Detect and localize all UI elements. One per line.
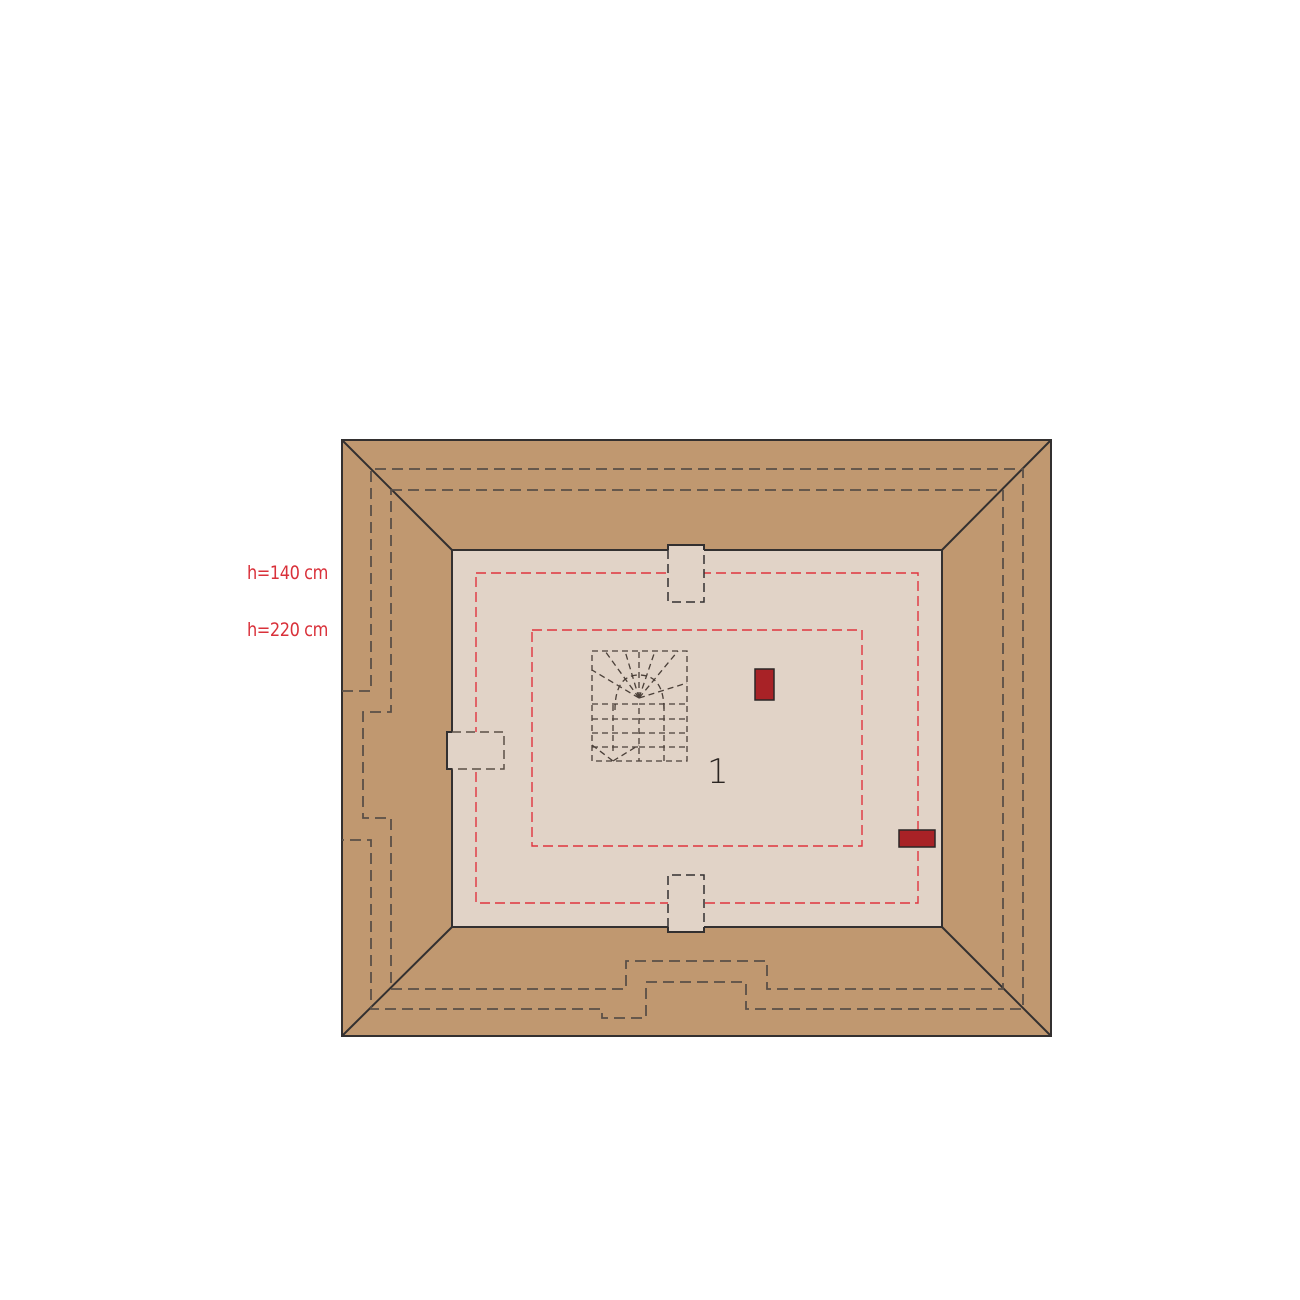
chimney — [754, 668, 775, 701]
inner-wall-outline — [362, 489, 1004, 990]
staircase — [591, 650, 688, 762]
usable-floor-area — [451, 549, 943, 928]
top-dormer-window — [667, 544, 705, 603]
hip-line-bottom-right — [941, 926, 1052, 1037]
chimney — [898, 829, 936, 848]
left-window — [446, 731, 505, 770]
lower-wall-outlines — [342, 468, 1024, 1019]
windows — [446, 544, 705, 933]
bottom-dormer-window — [667, 874, 705, 933]
height-label-140: h=140 cm — [247, 562, 328, 584]
hip-line-top-left — [341, 439, 453, 551]
hip-line-bottom-left — [341, 926, 453, 1037]
hip-line-top-right — [941, 439, 1052, 551]
height-label-220: h=220 cm — [247, 619, 328, 641]
chimneys — [754, 668, 936, 848]
height-zone-220 — [531, 629, 863, 847]
room-number: 1 — [707, 752, 729, 792]
outer-wall-outline — [342, 468, 1024, 1019]
